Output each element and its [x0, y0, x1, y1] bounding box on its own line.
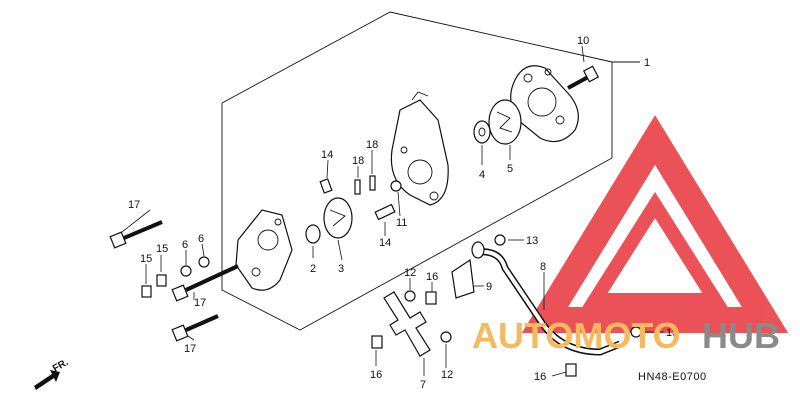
pump-housing-part: [235, 209, 293, 291]
watermark-word-b: HUB: [702, 315, 780, 356]
callout-13-upper: 13: [526, 235, 538, 247]
pump-body-part: [390, 91, 449, 206]
callout-16-left: 16: [370, 369, 382, 381]
callout-16-right: 16: [534, 371, 546, 383]
watermark-wordmark: AUTOMOTO HUB: [472, 315, 780, 356]
callout-8: 8: [540, 261, 546, 273]
front-arrow-icon: [34, 370, 60, 390]
callout-4: 4: [479, 169, 485, 181]
callout-17-lower: 17: [184, 343, 196, 355]
callout-18-a: 18: [352, 155, 364, 167]
inner-rotor-part: [473, 120, 491, 144]
callout-17-upper: 17: [128, 199, 140, 211]
outer-rotor-part: [488, 99, 522, 145]
oil-pipe-part: [451, 234, 642, 377]
callout-labels: 1 10 5 4 14 18 18 11 14 17 15 15 6 6 2 3…: [128, 35, 678, 391]
dowel-pins: [319, 175, 402, 221]
callout-12-lower: 12: [441, 369, 453, 381]
bolt-part: [171, 264, 239, 342]
bolt-part: [567, 65, 600, 90]
callout-13-lower: 13: [666, 327, 678, 339]
callout-14-lower: 14: [379, 237, 391, 249]
callout-17-middle: 17: [194, 297, 206, 309]
collars-and-washers: [141, 256, 210, 298]
callout-14-upper: 14: [321, 149, 333, 161]
callout-7: 7: [420, 379, 426, 391]
callout-3: 3: [338, 263, 344, 275]
callout-15-a: 15: [140, 253, 152, 265]
small-parts: [371, 290, 452, 349]
callout-11: 11: [396, 217, 407, 229]
callout-10: 10: [577, 35, 589, 47]
callout-1: 1: [644, 57, 650, 69]
rotor-set-left: [305, 197, 353, 244]
callout-5: 5: [507, 163, 513, 175]
callout-12-upper: 12: [404, 267, 416, 279]
bolt-part: [109, 220, 163, 249]
joint-pipe-part: [383, 291, 431, 357]
pump-cover-part: [510, 65, 579, 143]
watermark-word-a: AUTOMOTO: [472, 315, 681, 356]
assembly-outline: [221, 11, 640, 331]
leader-lines: [121, 45, 664, 377]
callout-15-b: 15: [156, 243, 168, 255]
watermark-logo-mark: [521, 115, 789, 333]
front-label: FR.: [51, 357, 71, 375]
front-direction-marker: FR.: [34, 357, 71, 390]
callout-6-a: 6: [182, 239, 188, 251]
callout-18-b: 18: [366, 139, 378, 151]
diagram-code: HN48-E0700: [638, 371, 707, 383]
callout-9: 9: [486, 281, 492, 293]
callout-16-upper: 16: [426, 271, 438, 283]
callout-6-b: 6: [198, 233, 204, 245]
callout-2: 2: [310, 263, 316, 275]
